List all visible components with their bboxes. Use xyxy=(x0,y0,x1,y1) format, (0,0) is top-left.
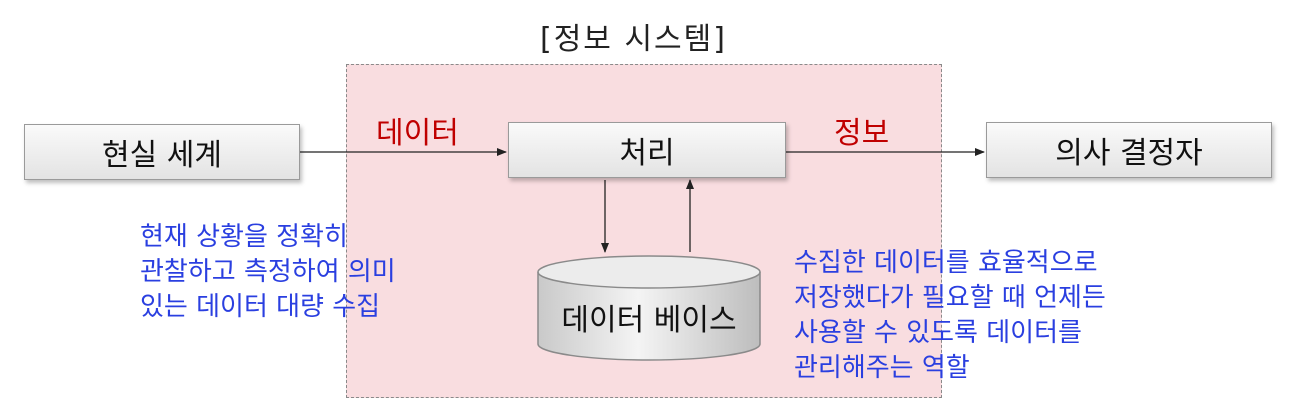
data-flow-label: 데이터 xyxy=(376,116,459,151)
real-world-box: 현실 세계 xyxy=(24,124,300,180)
database-label: 데이터 베이스 xyxy=(561,303,737,338)
database-cylinder xyxy=(537,255,761,361)
database-role-note: 수집한 데이터를 효율적으로 저장했다가 필요할 때 언제든 사용할 수 있도록… xyxy=(794,246,1106,386)
note-line: 현재 상황을 정확히 xyxy=(140,222,348,252)
note-line: 있는 데이터 대량 수집 xyxy=(140,292,381,322)
note-line: 관리해주는 역할 xyxy=(794,353,970,383)
note-line: 사용할 수 있도록 데이터를 xyxy=(794,318,1082,348)
data-collection-note: 현재 상황을 정확히 관찰하고 측정하여 의미 있는 데이터 대량 수집 xyxy=(140,220,396,325)
processing-box: 처리 xyxy=(508,122,786,178)
note-line: 저장했다가 필요할 때 언제든 xyxy=(794,283,1106,313)
note-line: 관찰하고 측정하여 의미 xyxy=(140,257,396,287)
system-title: [정보 시스템] xyxy=(540,22,727,57)
decision-maker-box: 의사 결정자 xyxy=(986,122,1272,178)
note-line: 수집한 데이터를 효율적으로 xyxy=(794,248,1098,278)
information-flow-label: 정보 xyxy=(834,116,890,151)
